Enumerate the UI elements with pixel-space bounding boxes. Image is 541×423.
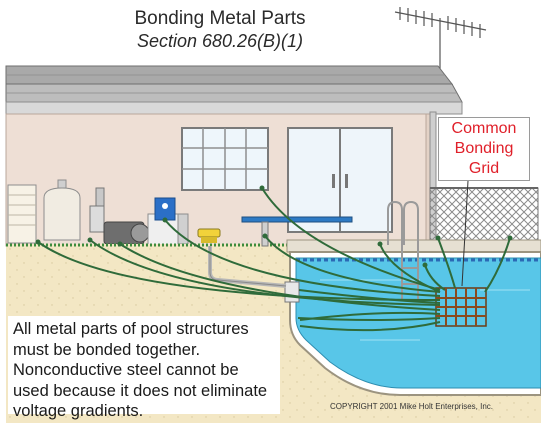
diagram-title: Bonding Metal Parts (134, 8, 306, 29)
grid-label-leader (461, 180, 469, 287)
timer-box (154, 197, 176, 221)
grid-label-line3: Grid (468, 160, 500, 177)
copyright-notice: COPYRIGHT 2001 Mike Holt Enterprises, In… (330, 402, 494, 411)
house-window (181, 127, 269, 191)
common-bonding-grid-label: Common Bonding Grid (438, 117, 530, 181)
diving-board (241, 216, 353, 223)
bond-connection-points (35, 185, 513, 268)
grid-label-line1: Common (451, 120, 517, 137)
house-roof (5, 65, 463, 115)
skimmer-lid (197, 228, 221, 243)
pool-deck (286, 239, 541, 253)
pool-filter (7, 179, 81, 244)
chain-link-fence (429, 187, 539, 245)
diagram-subtitle: Section 680.26(B)(1) (136, 31, 304, 51)
bonding-wires (37, 187, 511, 332)
caption-text: All metal parts of pool structures must … (8, 316, 280, 420)
pool-pump-motor (89, 187, 150, 245)
grid-label-line2: Bonding (454, 140, 514, 157)
pool-ladder (387, 200, 419, 300)
bonding-grid (435, 287, 487, 327)
sliding-glass-door (287, 127, 393, 233)
